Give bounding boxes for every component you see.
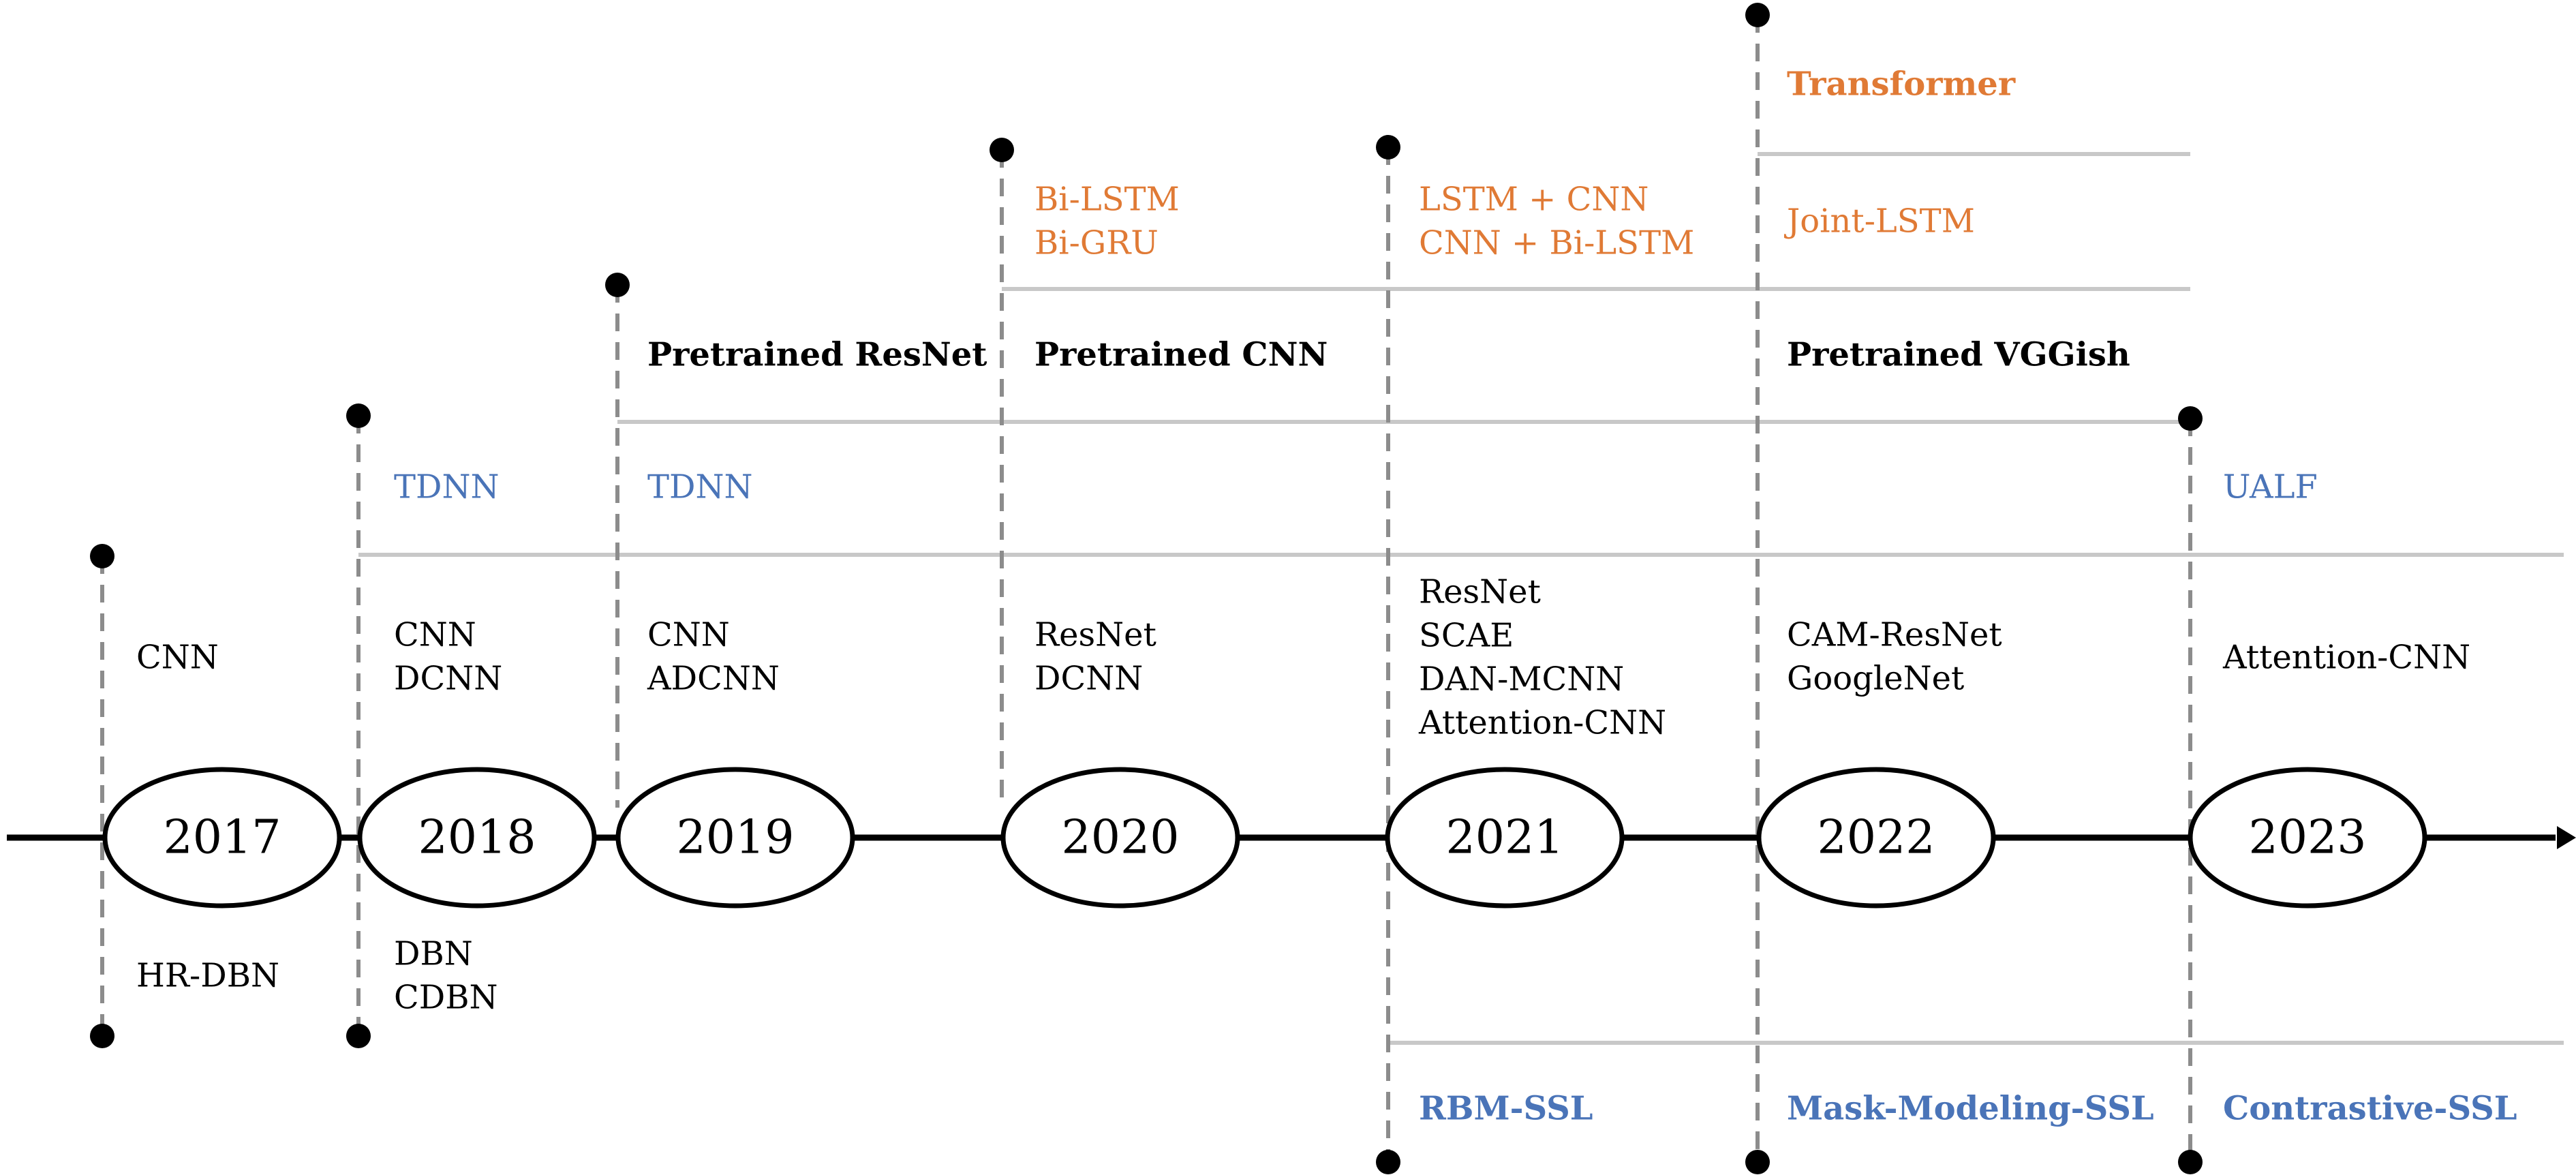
year-ellipse: [357, 767, 597, 909]
year-node-2018: 2018: [357, 767, 597, 909]
label-group-2023-cnn: Attention-CNN: [2222, 639, 2470, 677]
method-label: Contrastive-SSL: [2223, 1090, 2517, 1128]
year-label: 2022: [1817, 811, 1935, 865]
year-ellipse: [102, 767, 342, 909]
connector-dot: [346, 403, 371, 428]
label-group-2019-cnn: CNN ADCNN: [647, 616, 780, 698]
method-label: TDNN: [394, 468, 500, 506]
method-label: Bi-LSTM: [1034, 181, 1180, 219]
method-label: Joint-LSTM: [1783, 202, 1975, 241]
method-label: Attention-CNN: [2222, 639, 2470, 677]
method-label: CAM-ResNet: [1787, 616, 2002, 654]
year-label: 2020: [1061, 811, 1179, 865]
label-group-2023-tdnn: UALF: [2223, 468, 2318, 506]
connector-dot: [1745, 3, 1770, 27]
year-nodes: 2017 2018 2019 2020 2021 2022 2023: [102, 767, 2427, 909]
method-label: Bi-GRU: [1034, 224, 1159, 262]
year-label: 2019: [676, 811, 794, 865]
method-label: ResNet: [1419, 573, 1541, 611]
year-node-2021: 2021: [1385, 767, 1625, 909]
method-label: CDBN: [394, 979, 497, 1017]
year-connector-lines: [100, 15, 2192, 1162]
method-label: DCNN: [1034, 660, 1143, 698]
label-group-2018-tdnn: TDNN: [394, 468, 500, 506]
label-group-2019-pretrained: Pretrained ResNet: [647, 336, 987, 374]
label-group-2017-above: CNN: [136, 639, 219, 677]
connector-dot: [990, 138, 1014, 162]
method-label: TDNN: [647, 468, 753, 506]
label-group-2021-rnn: LSTM + CNN CNN + Bi-LSTM: [1419, 181, 1694, 262]
method-label: ResNet: [1034, 616, 1156, 654]
label-group-2020-pretrained: Pretrained CNN: [1034, 336, 1328, 374]
method-label: Mask-Modeling-SSL: [1787, 1090, 2154, 1128]
method-label: RBM-SSL: [1419, 1090, 1593, 1128]
method-label: LSTM + CNN: [1419, 181, 1649, 219]
method-label: GoogleNet: [1787, 660, 1964, 698]
connector-dot: [346, 1024, 371, 1048]
year-node-2023: 2023: [2188, 767, 2427, 909]
connector-dot: [1376, 135, 1400, 159]
method-label: Transformer: [1787, 65, 2016, 104]
year-ellipse: [1385, 767, 1625, 909]
label-group-2020-rnn: Bi-LSTM Bi-GRU: [1034, 181, 1180, 262]
connector-dot: [605, 273, 630, 297]
category-separator-lines: [358, 152, 2564, 1045]
method-label: Attention-CNN: [1418, 704, 1666, 742]
method-label: CNN + Bi-LSTM: [1419, 224, 1694, 262]
connector-dot: [2178, 406, 2203, 431]
year-ellipse: [1756, 767, 1996, 909]
connector-dot: [1376, 1150, 1400, 1174]
year-label: 2017: [163, 811, 281, 865]
method-label: DBN: [394, 935, 473, 973]
year-node-2017: 2017: [102, 767, 342, 909]
method-label: DCNN: [394, 660, 502, 698]
label-group-2022-transformer: Transformer: [1787, 65, 2016, 104]
connector-dot: [1745, 1150, 1770, 1174]
timeline-arrowhead: [2557, 826, 2576, 849]
connector-dot: [90, 544, 114, 568]
year-ellipse: [615, 767, 855, 909]
year-ellipse: [2188, 767, 2427, 909]
year-label: 2023: [2248, 811, 2366, 865]
label-group-2018-below: DBN CDBN: [394, 935, 497, 1017]
label-group-2022-rnn: Joint-LSTM: [1783, 202, 1975, 241]
method-label: DAN-MCNN: [1419, 660, 1624, 699]
year-node-2020: 2020: [1000, 767, 1240, 909]
label-group-2022-ssl: Mask-Modeling-SSL: [1787, 1090, 2154, 1128]
connector-dot: [90, 1024, 114, 1048]
method-label: Pretrained VGGish: [1787, 336, 2130, 374]
method-label: HR-DBN: [136, 957, 279, 995]
method-label: SCAE: [1419, 617, 1514, 655]
method-label: Pretrained ResNet: [647, 336, 987, 374]
method-labels: CNN HR-DBN CNN DCNN TDNN DBN CDBN CNN ADCNN TDNN P…: [136, 65, 2517, 1128]
label-group-2023-ssl: Contrastive-SSL: [2223, 1090, 2517, 1128]
year-node-2019: 2019: [615, 767, 855, 909]
method-label: CNN: [647, 616, 730, 654]
label-group-2022-pretrained: Pretrained VGGish: [1787, 336, 2130, 374]
year-ellipse: [1000, 767, 1240, 909]
method-label: ADCNN: [647, 660, 780, 698]
year-node-2022: 2022: [1756, 767, 1996, 909]
year-label: 2018: [418, 811, 536, 865]
label-group-2019-tdnn: TDNN: [647, 468, 753, 506]
method-label: CNN: [136, 639, 219, 677]
connector-dot: [2178, 1150, 2203, 1174]
label-group-2017-below: HR-DBN: [136, 957, 279, 995]
method-label: UALF: [2223, 468, 2318, 506]
label-group-2021-ssl: RBM-SSL: [1419, 1090, 1593, 1128]
year-label: 2021: [1445, 811, 1563, 865]
label-group-2018-cnn: CNN DCNN: [394, 616, 502, 698]
method-label: Pretrained CNN: [1034, 336, 1328, 374]
method-label: CNN: [394, 616, 476, 654]
connector-endpoints: [90, 3, 2203, 1174]
